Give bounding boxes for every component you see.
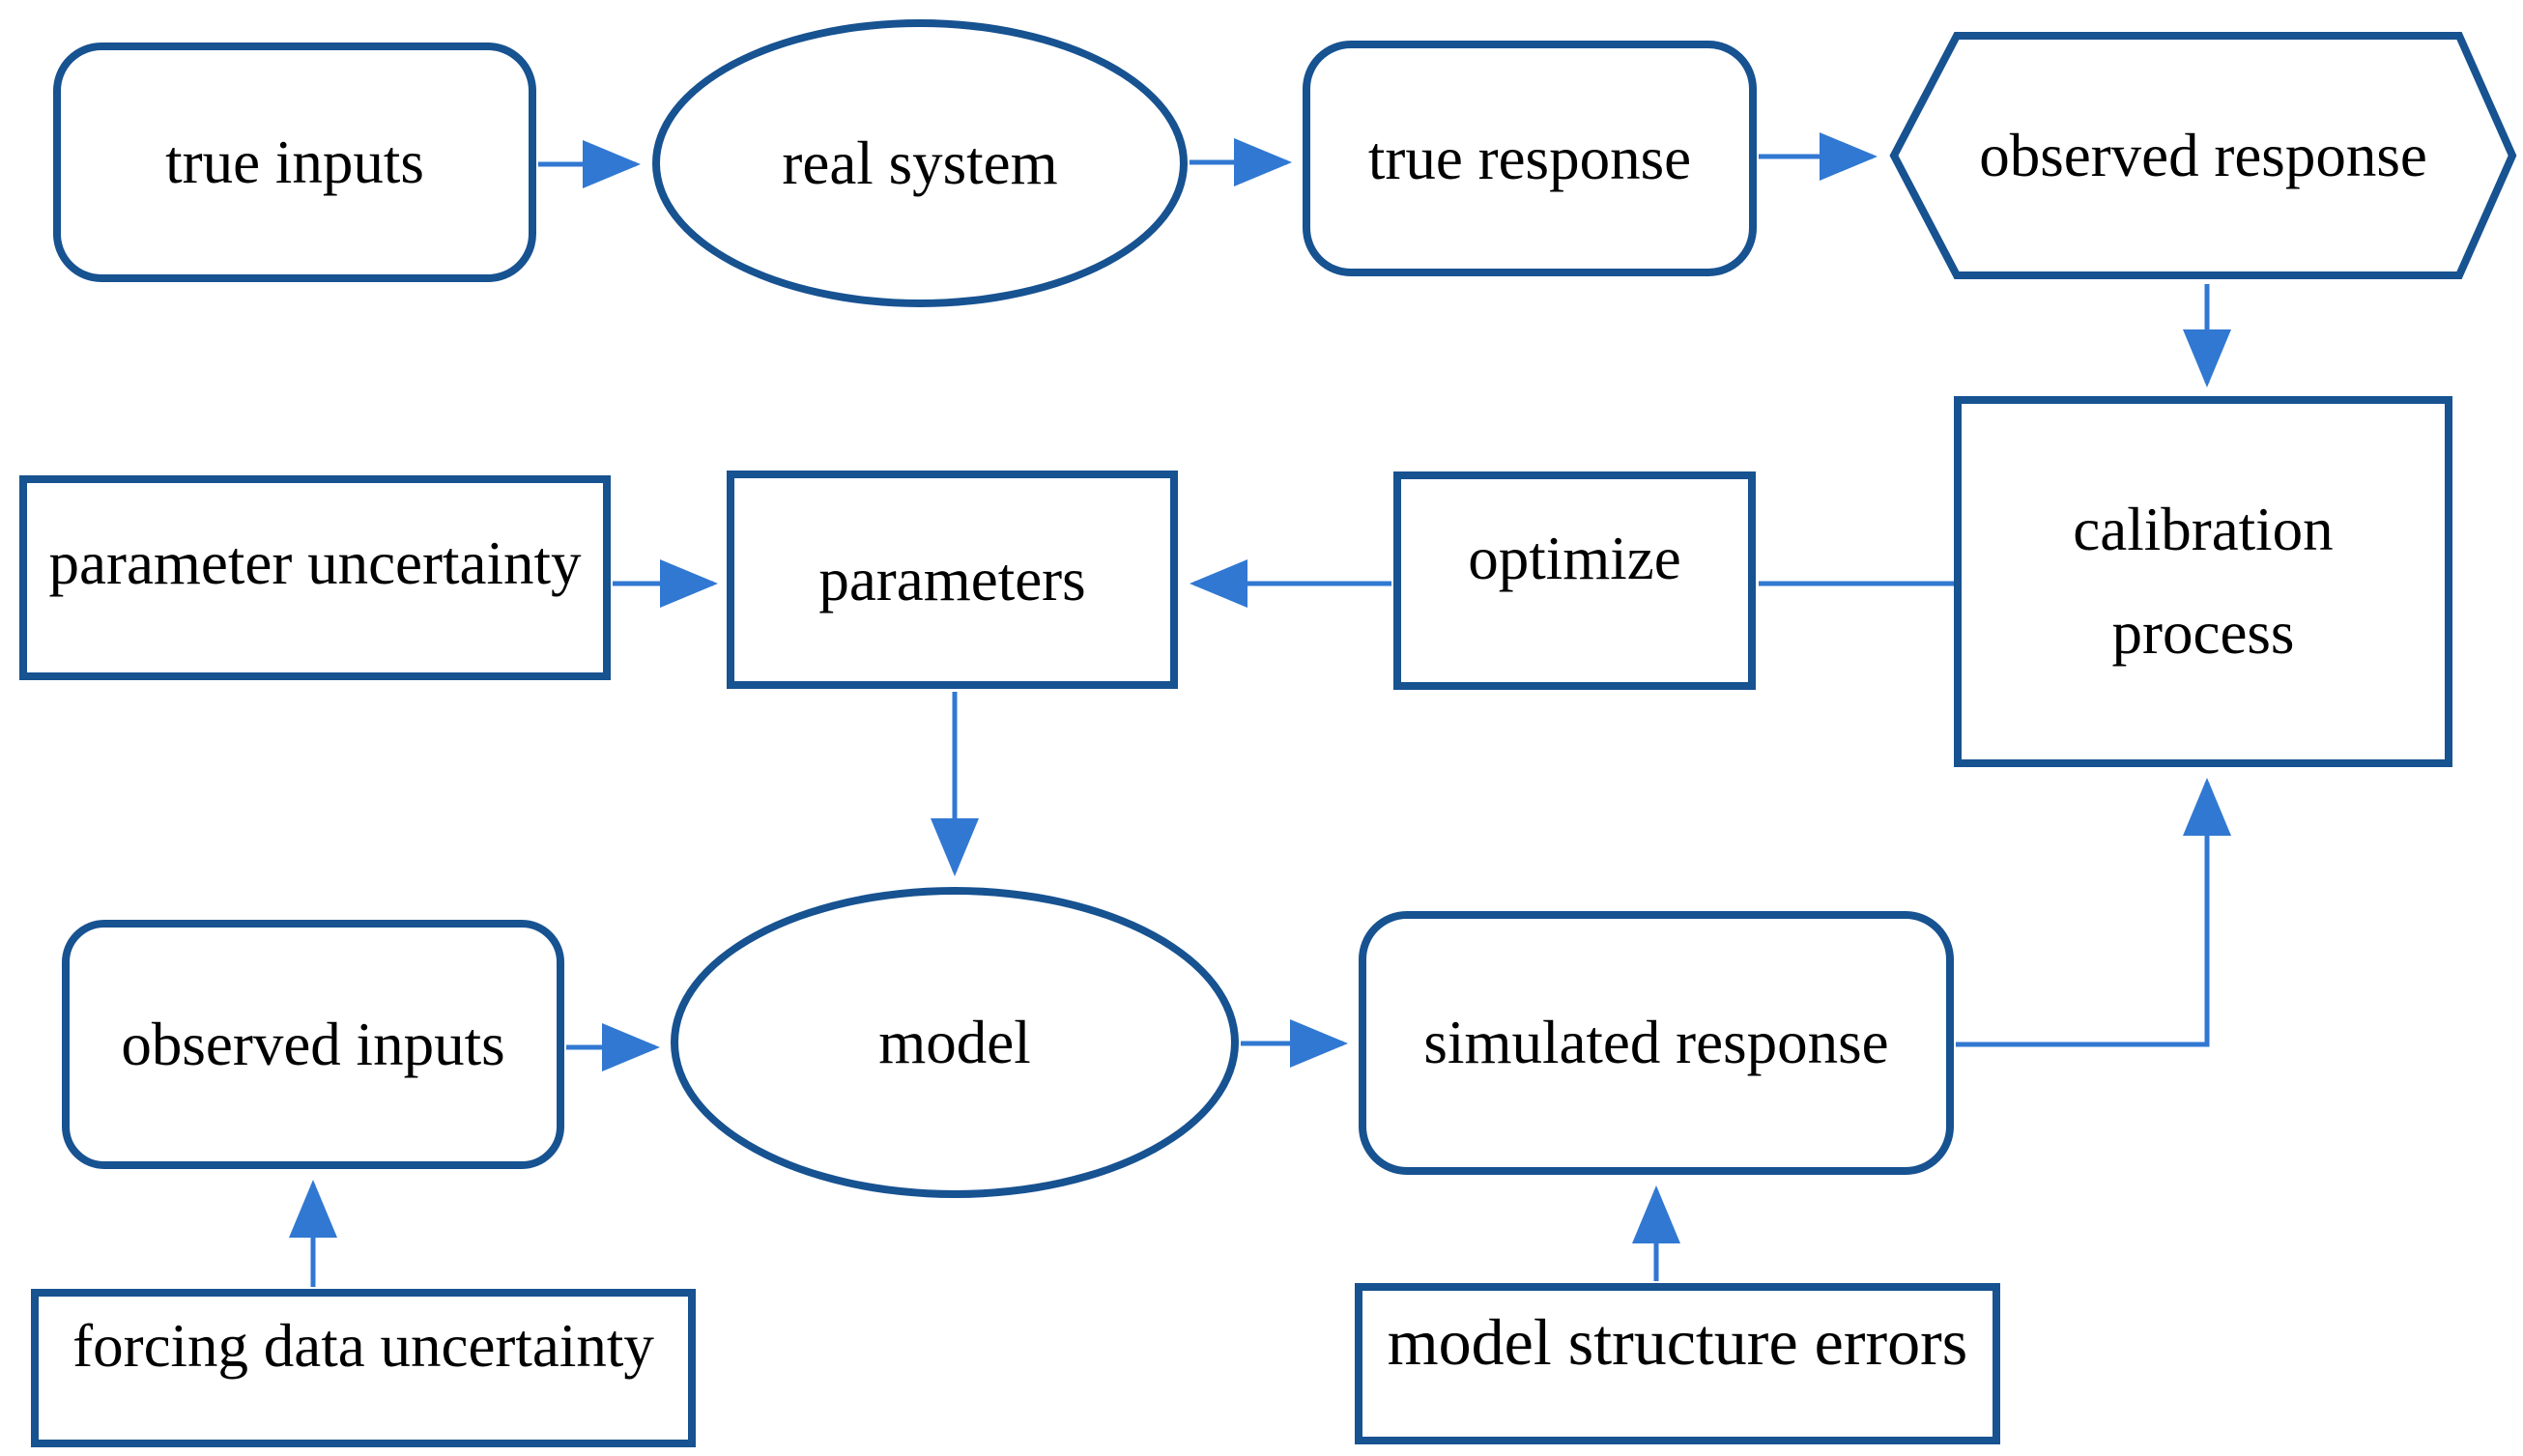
arrow-simulated-response-to-calibration [1956,778,2231,1047]
node-calibration-process-label-line1: calibration [2073,496,2334,564]
node-true-inputs: true inputs [53,43,536,282]
node-observed-inputs-label: observed inputs [121,1010,505,1078]
node-calibration-process: calibration process [1954,396,2452,767]
node-observed-inputs: observed inputs [62,920,564,1169]
node-optimize: optimize [1393,471,1756,690]
node-forcing-data-uncertainty: forcing data uncertainty [31,1289,696,1447]
node-parameters: parameters [727,471,1178,689]
node-forcing-data-uncertainty-label: forcing data uncertainty [72,1312,654,1381]
node-true-response-label: true response [1367,124,1692,192]
node-true-inputs-label: true inputs [165,128,424,196]
node-observed-response: observed response [1889,31,2517,280]
node-parameter-uncertainty: parameter uncertainty [19,475,611,680]
node-observed-response-label: observed response [1979,121,2427,189]
node-model-structure-errors-label: model structure errors [1387,1304,1968,1379]
node-model: model [671,887,1239,1198]
node-real-system-label: real system [782,128,1058,197]
node-model-label: model [878,1008,1031,1076]
node-simulated-response: simulated response [1359,911,1954,1175]
node-model-structure-errors: model structure errors [1355,1283,2000,1444]
node-simulated-response-label: simulated response [1423,1009,1889,1077]
node-real-system: real system [652,19,1188,307]
hexagon-shape [1889,32,2517,279]
node-parameter-uncertainty-label: parameter uncertainty [48,528,582,597]
node-calibration-process-label-line2: process [2111,599,2295,667]
node-true-response: true response [1303,41,1757,276]
node-optimize-label: optimize [1468,525,1681,593]
node-parameters-label: parameters [818,545,1086,614]
